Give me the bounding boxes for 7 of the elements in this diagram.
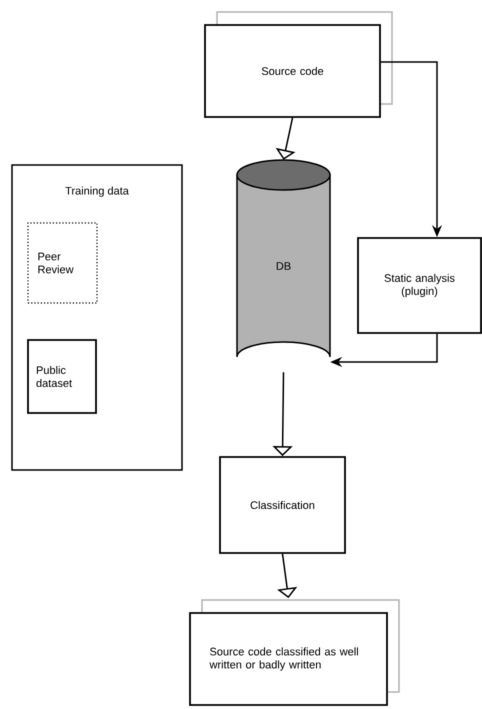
document-box: Source code [204,11,393,118]
process-box: Classification [219,456,346,554]
process-box: Static analysis (plugin) [357,237,482,334]
document-box: Source code classified as well written or badly written [189,599,400,706]
process-box: Public dataset [27,339,97,414]
dotted-box: Peer Review [27,222,98,304]
database-cylinder: DB [236,159,331,358]
